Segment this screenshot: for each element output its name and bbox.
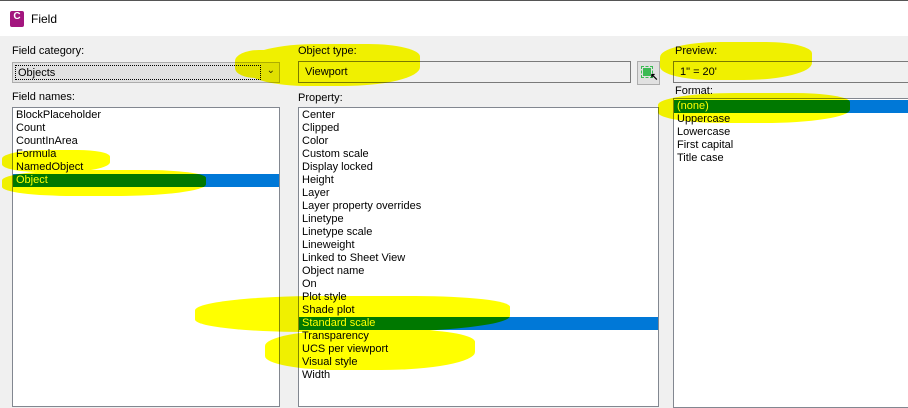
list-item[interactable]: Title case [677, 152, 724, 164]
property-label: Property: [298, 92, 343, 104]
field-names-label: Field names: [12, 91, 75, 103]
list-item[interactable]: Object name [302, 265, 365, 277]
field-category-value: Objects [15, 65, 261, 80]
list-item[interactable]: UCS per viewport [302, 343, 389, 355]
list-item[interactable]: First capital [677, 139, 734, 151]
format-label: Format: [675, 85, 713, 97]
list-item[interactable]: Visual style [302, 356, 358, 368]
select-object-button[interactable]: ↖ [637, 61, 660, 85]
window-title: Field [31, 12, 58, 26]
list-item[interactable]: Linked to Sheet View [302, 252, 406, 264]
list-item[interactable]: Color [302, 135, 329, 147]
list-item[interactable]: Custom scale [302, 148, 369, 160]
select-object-icon [641, 66, 653, 78]
list-item[interactable]: Display locked [302, 161, 373, 173]
field-category-select[interactable]: Objects ⌄ [12, 62, 280, 83]
field-category-label: Field category: [12, 45, 85, 57]
list-item[interactable]: Object [13, 174, 279, 187]
list-item[interactable]: Transparency [302, 330, 369, 342]
list-item[interactable]: BlockPlaceholder [16, 109, 101, 121]
preview-field: 1" = 20' [673, 61, 908, 83]
cursor-icon: ↖ [650, 72, 659, 83]
preview-label: Preview: [675, 45, 718, 57]
list-item[interactable]: Formula [16, 148, 57, 160]
list-item[interactable]: Clipped [302, 122, 340, 134]
list-item[interactable]: Standard scale [299, 317, 658, 330]
list-item[interactable]: Layer property overrides [302, 200, 422, 212]
object-type-field[interactable]: Viewport [298, 61, 631, 83]
list-item[interactable]: Linetype scale [302, 226, 373, 238]
list-item[interactable]: Plot style [302, 291, 347, 303]
list-item[interactable]: NamedObject [16, 161, 84, 173]
chevron-down-icon: ⌄ [266, 65, 275, 76]
list-item[interactable]: Center [302, 109, 336, 121]
list-item[interactable]: CountInArea [16, 135, 78, 147]
list-item[interactable]: Lineweight [302, 239, 355, 251]
list-item[interactable]: Shade plot [302, 304, 355, 316]
autocad-c-icon: C [10, 11, 24, 27]
object-type-label: Object type: [298, 45, 357, 57]
title-bar: C Field [0, 0, 908, 36]
list-item[interactable]: Width [302, 369, 331, 381]
list-item[interactable]: Linetype [302, 213, 344, 225]
list-item[interactable]: Lowercase [677, 126, 731, 138]
list-item[interactable]: On [302, 278, 317, 290]
list-item[interactable]: Count [16, 122, 46, 134]
list-item[interactable]: Height [302, 174, 334, 186]
list-item[interactable]: (none) [674, 100, 908, 113]
list-item[interactable]: Layer [302, 187, 330, 199]
list-item[interactable]: Uppercase [677, 113, 731, 125]
